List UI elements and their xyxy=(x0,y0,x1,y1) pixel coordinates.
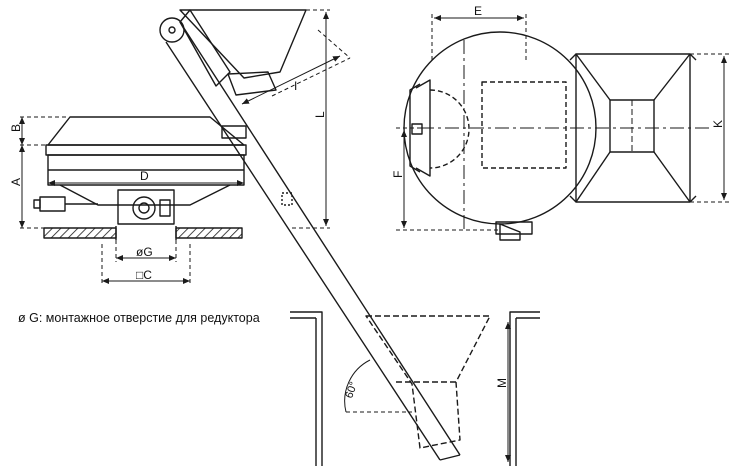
label-F: F xyxy=(391,171,405,178)
label-B: B xyxy=(9,124,23,132)
dim-L xyxy=(292,9,330,229)
mixer-base xyxy=(59,184,231,206)
mounting-hole-note: ø G: монтажное отверстие для редуктора xyxy=(18,311,260,325)
dim-K xyxy=(690,53,732,203)
pit-hopper xyxy=(365,315,491,449)
gearbox xyxy=(117,189,175,225)
side-motor xyxy=(39,196,66,212)
label-G: øG xyxy=(136,245,153,259)
dim-I xyxy=(241,29,351,105)
label-K: K xyxy=(711,120,725,128)
mixer-rim xyxy=(45,144,247,156)
mixer-lid xyxy=(47,116,245,146)
label-E: E xyxy=(474,4,482,18)
dim-E xyxy=(431,14,527,60)
pit xyxy=(290,311,540,466)
label-L: L xyxy=(313,111,327,118)
label-D: D xyxy=(140,169,149,183)
angle-60 xyxy=(344,359,412,413)
dim-A-B xyxy=(19,116,66,229)
pit-wall xyxy=(290,311,540,466)
top-hopper xyxy=(179,9,307,79)
label-angle: 60° xyxy=(343,380,360,400)
label-I: I xyxy=(294,79,297,93)
top-view xyxy=(403,31,710,241)
label-M: M xyxy=(495,378,509,388)
dim-F xyxy=(396,127,500,231)
floor-right xyxy=(175,227,243,239)
floor-left xyxy=(43,227,117,239)
label-A: A xyxy=(9,178,23,186)
side-view xyxy=(33,116,247,240)
dim-G-C xyxy=(101,240,191,286)
label-C: □C xyxy=(136,268,152,282)
